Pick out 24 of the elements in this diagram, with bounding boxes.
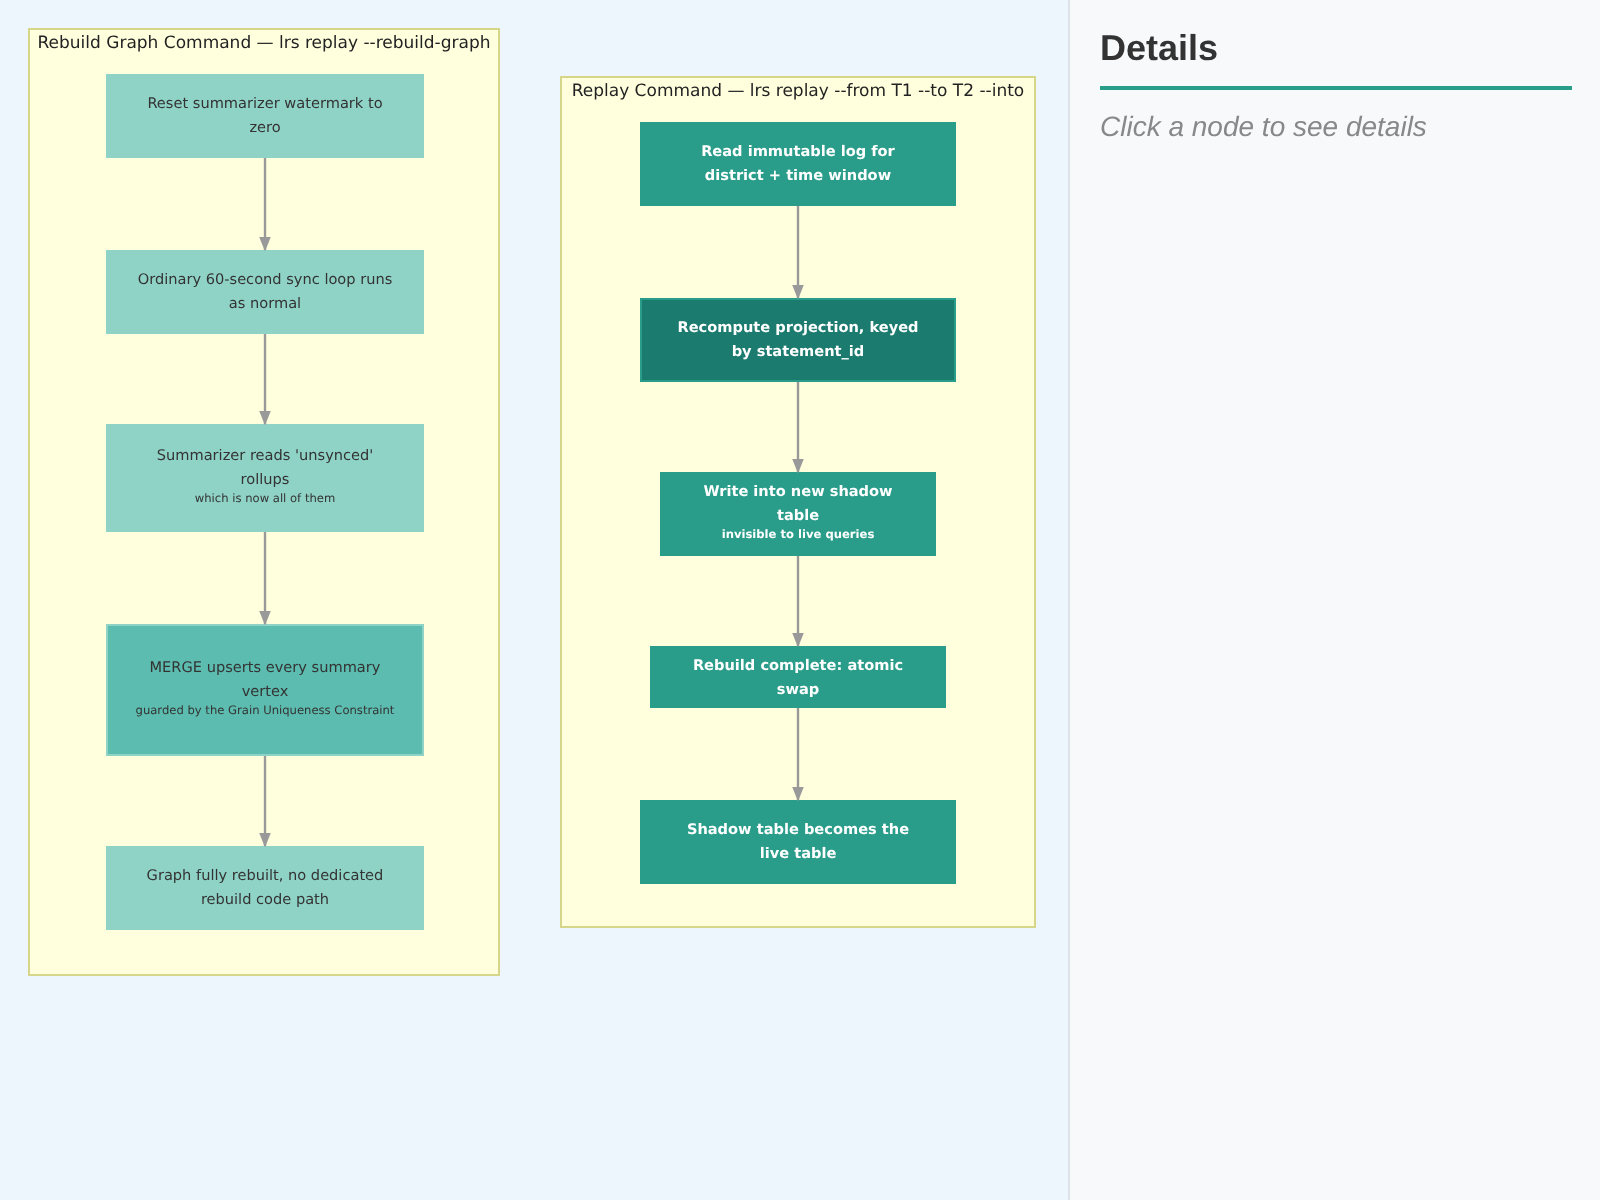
group-title: Replay Command — lrs replay --from T1 --to T2 --into bbox=[571, 82, 1025, 102]
process-box bbox=[640, 800, 956, 884]
process-box bbox=[106, 74, 424, 158]
placeholder-text: Click a node to see details bbox=[1100, 110, 1427, 142]
process-box bbox=[640, 298, 956, 382]
arrow bbox=[259, 334, 271, 426]
arrow bbox=[259, 158, 271, 252]
group-container bbox=[560, 76, 1036, 928]
arrow bbox=[259, 756, 271, 848]
process-box bbox=[106, 250, 424, 334]
process-box bbox=[106, 846, 424, 930]
panel-heading: Details bbox=[1100, 28, 1219, 70]
group-container bbox=[28, 28, 500, 976]
arrow bbox=[259, 532, 271, 626]
arrow bbox=[792, 206, 804, 300]
process-box bbox=[650, 646, 946, 708]
arrow bbox=[792, 556, 804, 648]
process-box bbox=[640, 122, 956, 206]
process-box bbox=[660, 472, 936, 556]
group-title: Rebuild Graph Command — lrs replay --rebuild-graph bbox=[37, 34, 491, 54]
arrow bbox=[792, 382, 804, 474]
process-box bbox=[106, 424, 424, 532]
process-box bbox=[106, 624, 424, 756]
arrow bbox=[792, 708, 804, 802]
